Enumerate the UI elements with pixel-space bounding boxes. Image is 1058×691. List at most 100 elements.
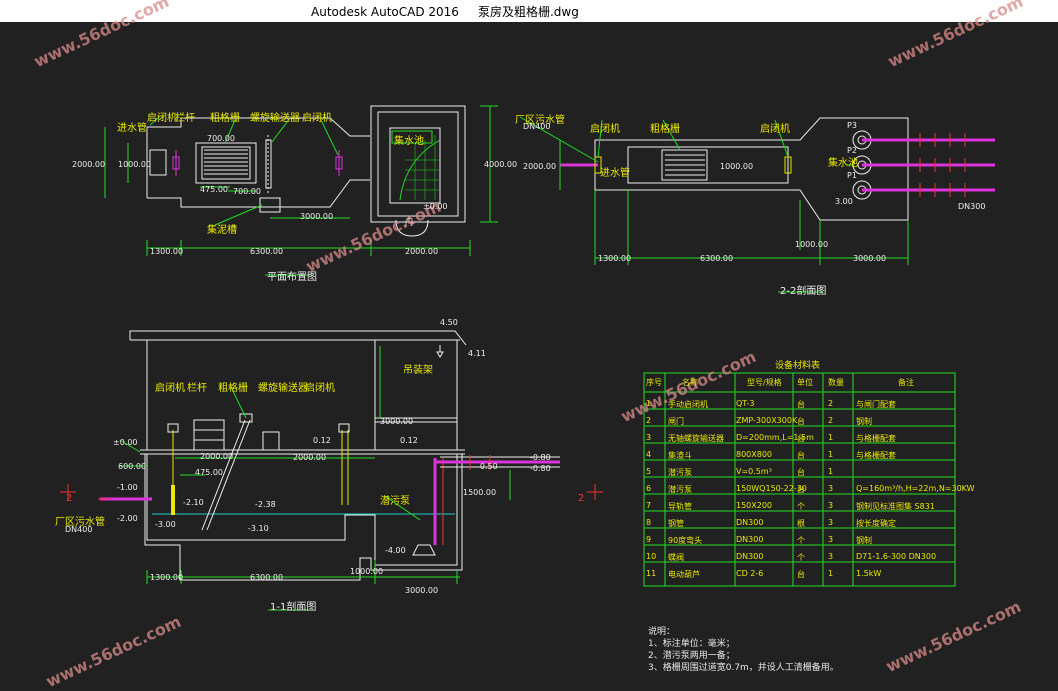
dim-text: 3000.00 (405, 586, 439, 595)
label-dn400: DN400 (65, 525, 93, 534)
dim-text: 1300.00 (150, 573, 184, 582)
dim-text: 600.00 (118, 462, 146, 471)
level-text: -3.10 (248, 524, 269, 533)
label-railing: 栏杆 (175, 113, 195, 124)
table-cell: DN300 (736, 535, 764, 544)
table-cell: 按长度确定 (856, 519, 896, 528)
dim-text: 4000.00 (484, 160, 518, 169)
note-item: 1、标注单位：毫米； (648, 639, 735, 649)
table-cell: 3 (828, 484, 834, 493)
table-cell: 3 (828, 518, 834, 527)
level-text: ±0.00 (113, 438, 138, 447)
table-cell: 10 (646, 552, 657, 561)
table-cell: 11 (646, 569, 657, 578)
table-cell: 2 (828, 399, 834, 408)
table-cell: 3 (646, 433, 652, 442)
dim-text: 2000.00 (200, 452, 234, 461)
level-text: -0.50 (477, 462, 498, 471)
table-cell: DN300 (736, 518, 764, 527)
table-cell: V=0.5m³ (736, 467, 772, 476)
dim-text: 475.00 (195, 468, 223, 477)
label-hoist: 启闭机 (590, 124, 620, 135)
dim-text: 2000.00 (72, 160, 106, 169)
table-cell: 台 (797, 485, 805, 494)
table-cell: 与格栅配套 (856, 434, 896, 443)
label-hoist-2: 启闭机 (305, 383, 335, 394)
table-cell: 集渣斗 (668, 451, 692, 460)
label-hoist: 启闭机 (155, 383, 185, 394)
table-cell: 无轴螺旋输送器 (668, 434, 724, 443)
table-cell: 1.5kW (856, 569, 882, 578)
table-cell: 与闸门配套 (856, 400, 896, 409)
notes-block: 说明： 1、标注单位：毫米； 2、潜污泵两用一备； 3、格栅周围过道宽0.7m，… (648, 626, 839, 674)
dim-text: 1000.00 (350, 567, 384, 576)
label-coarse-screen: 粗格栅 (650, 124, 680, 135)
table-cell: 个 (797, 553, 805, 562)
label-railing: 栏杆 (187, 383, 207, 394)
dim-text: 475.00 (200, 185, 228, 194)
table-cell: 台 (797, 417, 805, 426)
label-inlet: 进水管 (600, 168, 630, 179)
label-sewer-pipe: 厂区污水管 (55, 517, 105, 528)
dim-text: 3000.00 (300, 212, 334, 221)
dim-text: 1300.00 (598, 254, 632, 263)
note-item: 3、格栅周围过道宽0.7m，并设人工清栅备用。 (648, 663, 839, 673)
label-coarse-screen: 粗格栅 (210, 113, 240, 124)
level-text: -2.00 (117, 514, 138, 523)
table-cell: 8 (646, 518, 652, 527)
title-bar: Autodesk AutoCAD 2016 泵房及粗格栅.dwg (0, 0, 1058, 22)
dim-text: 1000.00 (118, 160, 152, 169)
table-cell: Q=160m³/h,H=22m,N=30KW (856, 484, 975, 493)
cad-drawing (60, 105, 995, 611)
table-header: 数量 (828, 378, 844, 387)
table-cell: 1 (646, 399, 652, 408)
table-cell: 3 (828, 552, 834, 561)
level-text: -2.38 (255, 500, 276, 509)
label-coarse-screen: 粗格栅 (218, 383, 248, 394)
label-p2: P2 (847, 146, 857, 155)
table-cell: 钢制 (856, 536, 872, 545)
level-text: -1.00 (117, 483, 138, 492)
table-cell: 150X200 (736, 501, 773, 510)
table-cell: QT-3 (736, 399, 755, 408)
table-cell: D71-1.6-300 DN300 (856, 552, 937, 561)
label-screw-conveyor: 螺旋输送器 (258, 383, 308, 394)
table-header: 型号/规格 (747, 378, 782, 387)
label-hoist-frame: 吊装架 (403, 365, 433, 376)
table-cell: 800X800 (736, 450, 773, 459)
equipment-table-grid (643, 372, 956, 587)
level-text: -0.80 (530, 453, 551, 462)
dim-text: ±0.00 (423, 202, 448, 211)
label-p1: P1 (847, 171, 857, 180)
level-text: -2.10 (183, 498, 204, 507)
label-wet-well: 集水池 (394, 136, 424, 147)
label-submersible-pump: 潜污泵 (380, 496, 410, 507)
table-cell: 个 (797, 536, 805, 545)
label-hoist-2: 启闭机 (760, 124, 790, 135)
plan-view (104, 105, 498, 276)
table-cell: 7 (646, 501, 652, 510)
plan-view-title: 平面布置图 (267, 272, 317, 283)
table-cell: 1 (828, 433, 834, 442)
level-text: -0.80 (530, 464, 551, 473)
dim-text: 6300.00 (250, 573, 284, 582)
table-cell: 1 (828, 450, 834, 459)
table-cell: 导轨管 (668, 502, 692, 511)
table-cell: 钢管 (668, 519, 684, 528)
table-cell: 9 (646, 535, 652, 544)
table-cell: 2 (646, 416, 652, 425)
dim-text: 1300.00 (150, 247, 184, 256)
dim-text: 1000.00 (720, 162, 754, 171)
level-text: 0.12 (400, 436, 418, 445)
table-cell: 2 (828, 416, 834, 425)
dim-text: 3.00 (835, 197, 853, 206)
